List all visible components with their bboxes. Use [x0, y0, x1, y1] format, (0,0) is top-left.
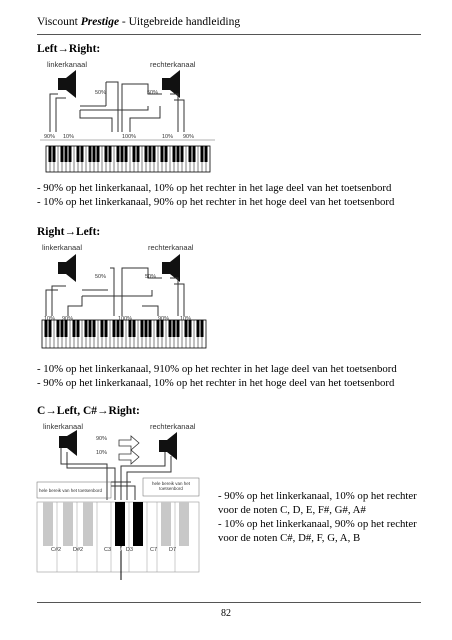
- section2-left-speaker-icon: [58, 254, 76, 282]
- section1-left-speaker-icon: [58, 70, 76, 98]
- section3-high-zone-label: hele bereik van het toetsenbord: [151, 481, 191, 491]
- section3-keyboard: [36, 501, 200, 580]
- section1-left-channel-label: linkerkanaal: [47, 60, 88, 69]
- section2-keyboard: [41, 319, 207, 349]
- section1-bullet-2: - 10% op het linkerkanaal, 90% op het re…: [37, 196, 395, 208]
- section1-routing-lines: [49, 81, 185, 132]
- section3-high-zone-box: [142, 477, 200, 497]
- section3-note-4: D#2: [73, 547, 84, 553]
- section3-note-11: D7: [169, 547, 177, 553]
- section3-note-3: D2: [62, 547, 70, 553]
- section1-kb-pct-5: 90%: [183, 134, 195, 140]
- section3-low-zone-label: hele bereik van het toetsenbord: [39, 488, 103, 493]
- section1-title: Left→Right:: [37, 43, 101, 55]
- section3-note-1: C2: [40, 547, 48, 553]
- header-brand-italic: Prestige: [80, 16, 120, 28]
- section1-bullets: - 90% op het linkerkanaal, 10% op het re…: [37, 181, 394, 209]
- section3-low-zone-box: [36, 481, 112, 499]
- section3-note-6: C#3: [115, 547, 126, 553]
- section2-kb-pct-2: 90%: [62, 316, 74, 322]
- section2-bullets: - 10% op het linkerkanaal, 910% op het r…: [37, 362, 397, 390]
- section3-arrow-pct-top: 90%: [96, 436, 108, 442]
- section3-note-2: C#2: [51, 547, 62, 553]
- section2-bullet-1: - 10% op het linkerkanaal, 910% op het r…: [37, 363, 397, 375]
- section2-kb-pct-1: 10%: [44, 316, 56, 322]
- section1-keyboard: [45, 145, 211, 173]
- header-brand: Viscount: [37, 16, 78, 28]
- section2-bullet-2: - 90% op het linkerkanaal, 10% op het re…: [37, 377, 395, 389]
- section2-routing-lines: [45, 267, 185, 316]
- section2-left-speaker-pct: 50%: [95, 274, 107, 280]
- section2-title: Right→Left:: [37, 226, 101, 238]
- section2-left-channel-label: linkerkanaal: [42, 243, 83, 252]
- section1-kb-pct-3: 100%: [122, 134, 137, 140]
- section2-right-speaker-icon: [162, 254, 180, 282]
- section1-left-speaker-pct: 50%: [95, 90, 107, 96]
- section1-kb-pct-1: 90%: [44, 134, 56, 140]
- section3-bullets: - 90% op het linkerkanaal, 10% op het re…: [218, 489, 417, 545]
- section3-arrow-icons: [118, 435, 140, 465]
- page-header: Viscount Prestige - Uitgebreide handleid…: [37, 16, 240, 28]
- section3-note-9: C7: [150, 547, 158, 553]
- section2-kb-pct-3: 100%: [118, 316, 133, 322]
- section1-right-channel-label: rechterkanaal: [150, 60, 196, 69]
- page-number: 82: [221, 608, 231, 619]
- section3-bullet-line-2: voor de noten C, D, E, F#, G#, A#: [218, 504, 366, 516]
- section3-diagram: [36, 430, 200, 580]
- section3-note-8: D#3: [135, 547, 146, 553]
- section3-arrow-pct-bottom: 10%: [96, 450, 108, 456]
- section3-bullet-line-3: - 10% op het linkerkanaal, 90% op het re…: [218, 518, 417, 530]
- section3-bullet-line-1: - 90% op het linkerkanaal, 10% op het re…: [218, 490, 417, 502]
- section3-left-speaker-icon: [59, 430, 77, 456]
- section3-note-12: D#7: [178, 547, 189, 553]
- section3-right-channel-label: rechterkanaal: [150, 422, 196, 431]
- section1-kb-pct-2: 10%: [63, 134, 75, 140]
- section3-right-speaker-icon: [159, 432, 177, 460]
- section3-left-channel-label: linkerkanaal: [43, 422, 84, 431]
- section2-kb-pct-5: 10%: [180, 316, 192, 322]
- section1-right-speaker-icon: [162, 70, 180, 98]
- section2-right-speaker-pct: 50%: [145, 274, 157, 280]
- section1-right-speaker-pct: 50%: [147, 90, 159, 96]
- section1-diagram: [40, 70, 215, 173]
- section3-note-5: C3: [104, 547, 112, 553]
- section3-note-7: D3: [126, 547, 134, 553]
- section1-bullet-1: - 90% op het linkerkanaal, 10% op het re…: [37, 182, 392, 194]
- header-subtitle: - Uitgebreide handleiding: [121, 16, 241, 28]
- section3-bullet-line-4: voor de noten C#, D#, F, G, A, B: [218, 532, 361, 544]
- footer-rule: [37, 602, 421, 603]
- section2-diagram: [41, 254, 207, 349]
- section2-kb-pct-4: 90%: [158, 316, 170, 322]
- section3-note-10: C#7: [160, 547, 171, 553]
- section2-right-channel-label: rechterkanaal: [148, 243, 194, 252]
- header-rule: [37, 34, 421, 35]
- section3-title: C→Left, C#→Right:: [37, 405, 140, 417]
- section1-kb-pct-4: 10%: [162, 134, 174, 140]
